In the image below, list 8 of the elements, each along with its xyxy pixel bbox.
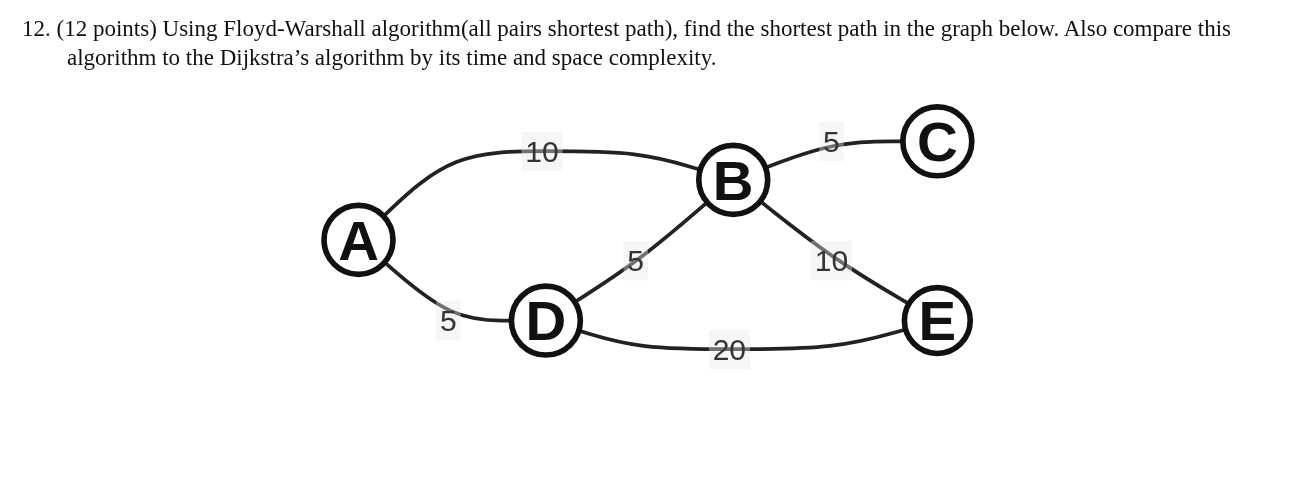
node-circle: D [508,283,584,358]
question-text: 12. (12 points) Using Floyd-Warshall algorithm(all pairs shortest path), find the shortest path in the graph below. Also compare this algorithm to the Dijkstra’s algorithm by its time and space complexity. [22,15,1233,72]
node-circle: B [696,142,771,218]
node-circle: C [900,104,975,179]
edge-label: 5 [440,303,457,337]
node-circle: E [901,284,974,357]
connector [383,260,512,323]
node-circle: A [321,202,396,278]
